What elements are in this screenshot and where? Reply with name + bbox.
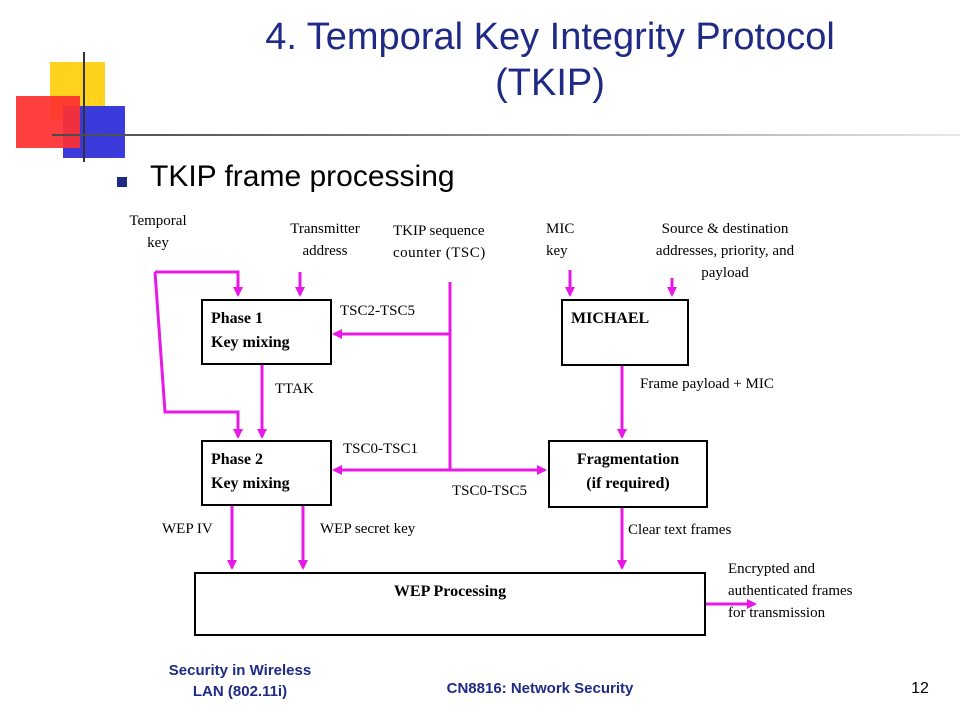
label-tsc: TKIP sequence counter (TSC)	[393, 220, 513, 264]
label-tsc0-tsc5: TSC0-TSC5	[452, 483, 528, 499]
label-mic-l2: key	[546, 243, 568, 259]
label-source-dest: Source & destination addresses, priority…	[630, 218, 820, 284]
label-out-l2: authenticated frames	[728, 583, 853, 599]
label-transmitter-l2: address	[302, 243, 348, 259]
slide-title-line2: (TKIP)	[495, 62, 605, 104]
label-transmitter-l1: Transmitter	[290, 221, 360, 237]
deco-vertical-line	[83, 52, 85, 162]
bullet-marker	[117, 177, 127, 187]
label-out-l1: Encrypted and	[728, 561, 816, 577]
frag-l1: Fragmentation	[576, 451, 680, 468]
wep-processing-box: WEP Processing	[194, 572, 706, 636]
label-out-l3: for transmission	[728, 605, 826, 621]
phase1-l1: Phase 1	[211, 310, 263, 327]
phase1-box: Phase 1 Key mixing	[201, 299, 332, 365]
edge-temporal-key-phase2	[153, 271, 243, 439]
label-tsc2-tsc5: TSC2-TSC5	[340, 303, 416, 319]
slide-title-line1: 4. Temporal Key Integrity Protocol	[265, 16, 835, 58]
label-frame-payload-mic: Frame payload + MIC	[640, 376, 774, 392]
label-src-l3: payload	[701, 265, 749, 281]
label-src-l1: Source & destination	[661, 221, 789, 237]
footer-left-l2: LAN (802.11i)	[192, 683, 288, 700]
title-divider	[52, 134, 960, 136]
label-tsc-l1: TKIP sequence	[393, 223, 485, 239]
michael-label: MICHAEL	[571, 310, 650, 327]
phase1-l2: Key mixing	[211, 334, 290, 351]
fragmentation-box: Fragmentation (if required)	[548, 440, 708, 508]
wep-label: WEP Processing	[393, 583, 507, 600]
page-number: 12	[911, 680, 929, 697]
label-wep-secret-key: WEP secret key	[320, 521, 416, 537]
label-mic-key: MIC key	[546, 218, 574, 262]
footer-left: Security in Wireless LAN (802.11i)	[130, 660, 350, 702]
label-wep-iv: WEP IV	[162, 521, 213, 537]
slide-title: 4. Temporal Key Integrity Protocol (TKIP…	[150, 14, 950, 106]
michael-box: MICHAEL	[561, 299, 689, 366]
phase2-l1: Phase 2	[211, 451, 263, 468]
label-output: Encrypted and authenticated frames for t…	[728, 558, 853, 624]
label-tsc-l2: counter (TSC)	[393, 245, 486, 261]
bullet-text: TKIP frame processing	[150, 160, 455, 193]
phase2-box: Phase 2 Key mixing	[201, 440, 332, 506]
label-mic-l1: MIC	[546, 221, 575, 237]
label-ttak: TTAK	[275, 381, 314, 397]
footer-center: CN8816: Network Security	[446, 680, 634, 697]
label-temporal-key-l1: Temporal	[129, 213, 187, 229]
label-tsc0-tsc1: TSC0-TSC1	[343, 441, 419, 457]
label-temporal-key: Temporal key	[128, 210, 188, 254]
phase2-l2: Key mixing	[211, 475, 290, 492]
footer-left-l1: Security in Wireless	[168, 662, 312, 679]
label-clear-text-frames: Clear text frames	[628, 522, 732, 538]
frag-l2: (if required)	[586, 475, 670, 492]
label-transmitter-address: Transmitter address	[280, 218, 370, 262]
deco-red-square	[16, 96, 80, 148]
edge-temporal-key-phase1	[155, 270, 243, 297]
label-src-l2: addresses, priority, and	[655, 243, 795, 259]
label-temporal-key-l2: key	[147, 235, 169, 251]
